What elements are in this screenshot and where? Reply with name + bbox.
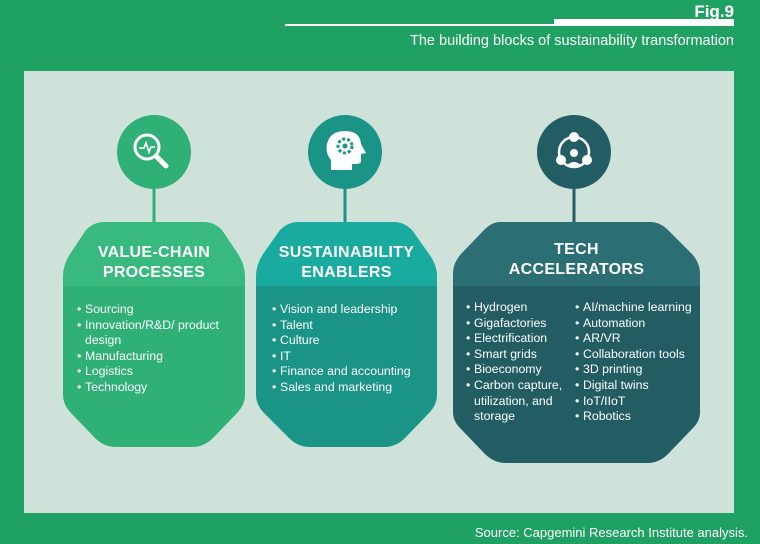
value-chain-list: Sourcing Innovation/R&D/ product design … [77, 302, 237, 396]
figure-label-bar [554, 19, 734, 25]
list-item: Technology [77, 380, 237, 396]
list-item: Collaboration tools [575, 347, 699, 363]
head-gear-icon [308, 115, 382, 189]
value-chain-title: VALUE-CHAIN PROCESSES [63, 243, 245, 283]
list-item: Smart grids [466, 347, 572, 363]
enablers-title-line-1: SUSTAINABILITY [278, 244, 415, 261]
tech-list-right: AI/machine learning Automation AR/VR Col… [575, 300, 699, 425]
magnifier-chart-icon [117, 115, 191, 189]
value-chain-title-line-2: PROCESSES [102, 264, 206, 281]
list-item: Logistics [77, 364, 237, 380]
tech-list-left: Hydrogen Gigafactories Electrification S… [466, 300, 572, 425]
figure-subtitle: The building blocks of sustainability tr… [410, 33, 734, 49]
list-item: Talent [272, 318, 432, 334]
list-item: Gigafactories [466, 316, 572, 332]
list-item: Sales and marketing [272, 380, 432, 396]
list-item: 3D printing [575, 362, 699, 378]
value-chain-title-line-1: VALUE-CHAIN [97, 244, 211, 261]
list-item: Finance and accounting [272, 364, 432, 380]
enablers-list: Vision and leadership Talent Culture IT … [272, 302, 432, 396]
list-item: Electrification [466, 331, 572, 347]
list-item: Robotics [575, 409, 699, 425]
list-item: Hydrogen [466, 300, 572, 316]
list-item: AI/machine learning [575, 300, 699, 316]
list-item: Bioeconomy [466, 362, 572, 378]
list-item: Vision and leadership [272, 302, 432, 318]
enablers-title-line-2: ENABLERS [301, 264, 392, 281]
list-item: Sourcing [77, 302, 237, 318]
list-item: Manufacturing [77, 349, 237, 365]
source-note: Source: Capgemini Research Institute ana… [474, 525, 748, 540]
list-item: Automation [575, 316, 699, 332]
list-item: IoT/IIoT [575, 394, 699, 410]
list-item: IT [272, 349, 432, 365]
enablers-title: SUSTAINABILITY ENABLERS [256, 243, 437, 283]
list-item: Innovation/R&D/ product design [77, 318, 237, 349]
tech-title: TECH ACCELERATORS [453, 240, 700, 280]
network-nodes-icon [537, 115, 611, 189]
list-item: AR/VR [575, 331, 699, 347]
list-item: Carbon capture, utilization, and storage [466, 378, 572, 425]
figure-label: Fig.9 [694, 2, 734, 21]
list-item: Digital twins [575, 378, 699, 394]
list-item: Culture [272, 333, 432, 349]
tech-title-line-1: TECH [554, 241, 599, 258]
tech-title-line-2: ACCELERATORS [508, 261, 645, 278]
header-rule [285, 24, 734, 26]
